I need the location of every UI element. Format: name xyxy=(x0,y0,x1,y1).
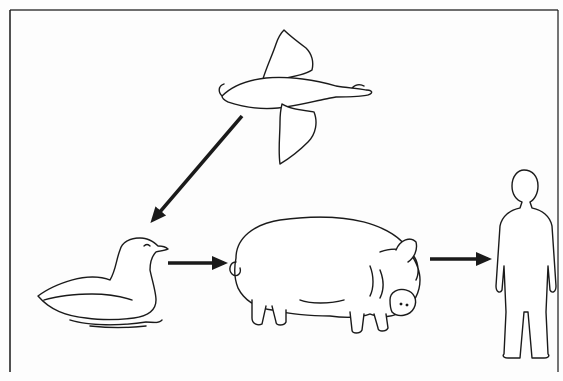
human-silhouette-icon xyxy=(496,170,556,358)
arrow-bird-to-duck xyxy=(153,116,242,220)
duck-icon xyxy=(38,238,168,328)
pig-icon xyxy=(230,217,420,333)
flying-bird-icon xyxy=(219,30,371,164)
